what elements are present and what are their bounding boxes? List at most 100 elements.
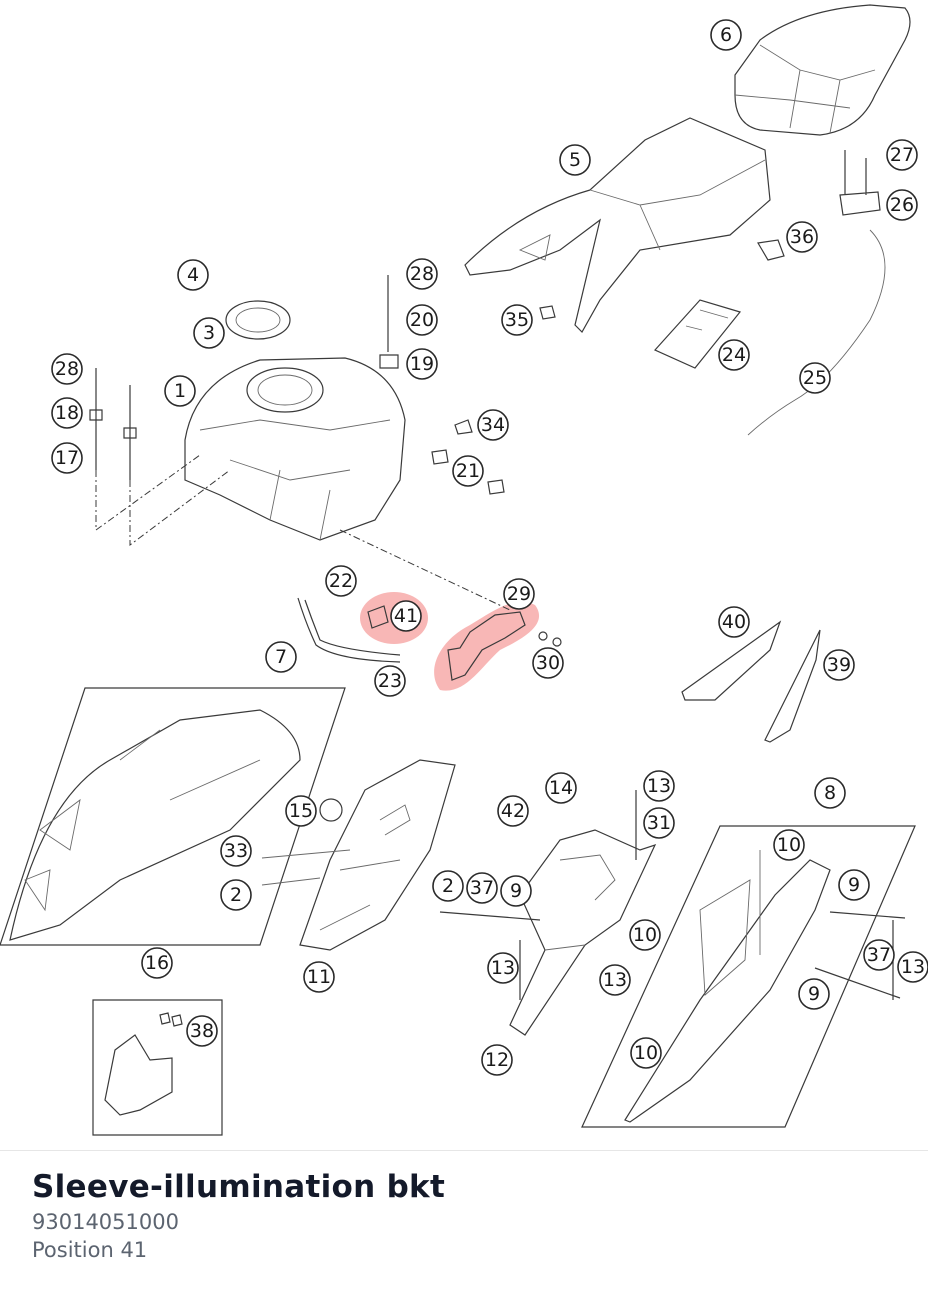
svg-text:34: 34 bbox=[481, 414, 505, 436]
callout-group: 6 5 27 26 36 4 28 20 35 3 24 19 28 25 1 … bbox=[51, 19, 928, 1076]
svg-text:42: 42 bbox=[501, 800, 525, 822]
callout-27: 27 bbox=[886, 139, 918, 171]
callout-17: 17 bbox=[51, 442, 83, 474]
callout-30: 30 bbox=[532, 647, 564, 679]
callout-5: 5 bbox=[559, 144, 591, 176]
callout-22: 22 bbox=[325, 565, 357, 597]
callout-34: 34 bbox=[477, 409, 509, 441]
callout-23: 23 bbox=[374, 665, 406, 697]
svg-text:37: 37 bbox=[867, 944, 891, 966]
svg-text:13: 13 bbox=[647, 775, 671, 797]
callout-19: 19 bbox=[406, 348, 438, 380]
svg-text:40: 40 bbox=[722, 611, 746, 633]
svg-text:19: 19 bbox=[410, 353, 434, 375]
svg-text:9: 9 bbox=[848, 874, 860, 896]
callout-2b: 2 bbox=[220, 879, 252, 911]
callout-41-highlighted: 41 bbox=[390, 600, 422, 632]
svg-text:24: 24 bbox=[722, 344, 746, 366]
callout-39: 39 bbox=[823, 649, 855, 681]
part-title: Sleeve-illumination bkt bbox=[32, 1169, 446, 1205]
callout-42: 42 bbox=[497, 795, 529, 827]
svg-text:33: 33 bbox=[224, 840, 248, 862]
callout-18: 18 bbox=[51, 397, 83, 429]
callout-2a: 2 bbox=[432, 870, 464, 902]
svg-text:30: 30 bbox=[536, 652, 560, 674]
side-cover-part bbox=[439, 790, 657, 1036]
svg-text:31: 31 bbox=[647, 812, 671, 834]
tool-bag-part bbox=[539, 299, 742, 369]
callout-35: 35 bbox=[501, 304, 533, 336]
part-position: Position 41 bbox=[32, 1238, 148, 1262]
svg-text:1: 1 bbox=[174, 380, 186, 402]
fuel-tank-part bbox=[184, 300, 406, 541]
bracket-detail-box bbox=[92, 999, 223, 1136]
callout-37a: 37 bbox=[466, 872, 498, 904]
svg-text:39: 39 bbox=[827, 654, 851, 676]
illumination-bracket-part bbox=[367, 605, 562, 681]
callout-38: 38 bbox=[186, 1015, 218, 1047]
callout-31: 31 bbox=[643, 807, 675, 839]
callout-37b: 37 bbox=[863, 939, 895, 971]
callout-1: 1 bbox=[164, 375, 196, 407]
callout-40: 40 bbox=[718, 606, 750, 638]
callout-24: 24 bbox=[718, 339, 750, 371]
callout-14: 14 bbox=[545, 772, 577, 804]
svg-text:28: 28 bbox=[410, 263, 434, 285]
part-number: 93014051000 bbox=[32, 1210, 179, 1234]
callout-7: 7 bbox=[265, 641, 297, 673]
svg-text:41: 41 bbox=[394, 605, 418, 627]
callout-25: 25 bbox=[799, 362, 831, 394]
callout-11: 11 bbox=[303, 961, 335, 993]
svg-text:13: 13 bbox=[491, 957, 515, 979]
svg-text:13: 13 bbox=[603, 969, 627, 991]
callout-28b: 28 bbox=[51, 353, 83, 385]
svg-text:10: 10 bbox=[634, 1042, 658, 1064]
seat-cowl-part bbox=[734, 4, 911, 136]
svg-text:22: 22 bbox=[329, 570, 353, 592]
svg-text:15: 15 bbox=[289, 800, 313, 822]
callout-16: 16 bbox=[141, 947, 173, 979]
divider bbox=[0, 1150, 928, 1151]
svg-text:21: 21 bbox=[456, 460, 480, 482]
svg-text:28: 28 bbox=[55, 358, 79, 380]
callout-10a: 10 bbox=[773, 829, 805, 861]
callout-9a: 9 bbox=[500, 875, 532, 907]
svg-text:10: 10 bbox=[777, 834, 801, 856]
callout-26: 26 bbox=[886, 189, 918, 221]
center-cover-part bbox=[261, 759, 456, 951]
svg-text:38: 38 bbox=[190, 1020, 214, 1042]
svg-text:27: 27 bbox=[890, 144, 914, 166]
callout-21: 21 bbox=[452, 455, 484, 487]
svg-text:18: 18 bbox=[55, 402, 79, 424]
svg-text:36: 36 bbox=[790, 226, 814, 248]
callout-33: 33 bbox=[220, 835, 252, 867]
part-info: Sleeve-illumination bkt 93014051000 Posi… bbox=[32, 1166, 445, 1264]
svg-text:9: 9 bbox=[510, 880, 522, 902]
callout-13c: 13 bbox=[487, 952, 519, 984]
callout-6: 6 bbox=[710, 19, 742, 51]
exploded-parts-diagram: 6 5 27 26 36 4 28 20 35 3 24 19 28 25 1 … bbox=[0, 4, 928, 1136]
svg-text:29: 29 bbox=[507, 583, 531, 605]
decal-parts bbox=[681, 620, 821, 743]
svg-text:14: 14 bbox=[549, 777, 573, 799]
callout-13d: 13 bbox=[599, 964, 631, 996]
right-panel-part bbox=[581, 825, 916, 1128]
svg-text:20: 20 bbox=[410, 309, 434, 331]
svg-text:11: 11 bbox=[307, 966, 331, 988]
svg-text:37: 37 bbox=[470, 877, 494, 899]
svg-text:25: 25 bbox=[803, 367, 827, 389]
callout-36: 36 bbox=[786, 221, 818, 253]
callout-9c: 9 bbox=[798, 978, 830, 1010]
svg-text:7: 7 bbox=[275, 646, 287, 668]
svg-text:35: 35 bbox=[505, 309, 529, 331]
callout-28a: 28 bbox=[406, 258, 438, 290]
callout-10c: 10 bbox=[630, 1037, 662, 1069]
svg-text:26: 26 bbox=[890, 194, 914, 216]
callout-4: 4 bbox=[177, 259, 209, 291]
svg-text:23: 23 bbox=[378, 670, 402, 692]
callout-3: 3 bbox=[193, 317, 225, 349]
callout-10b: 10 bbox=[629, 919, 661, 951]
svg-text:12: 12 bbox=[485, 1049, 509, 1071]
svg-text:9: 9 bbox=[808, 983, 820, 1005]
front-fairing-part bbox=[0, 687, 346, 946]
